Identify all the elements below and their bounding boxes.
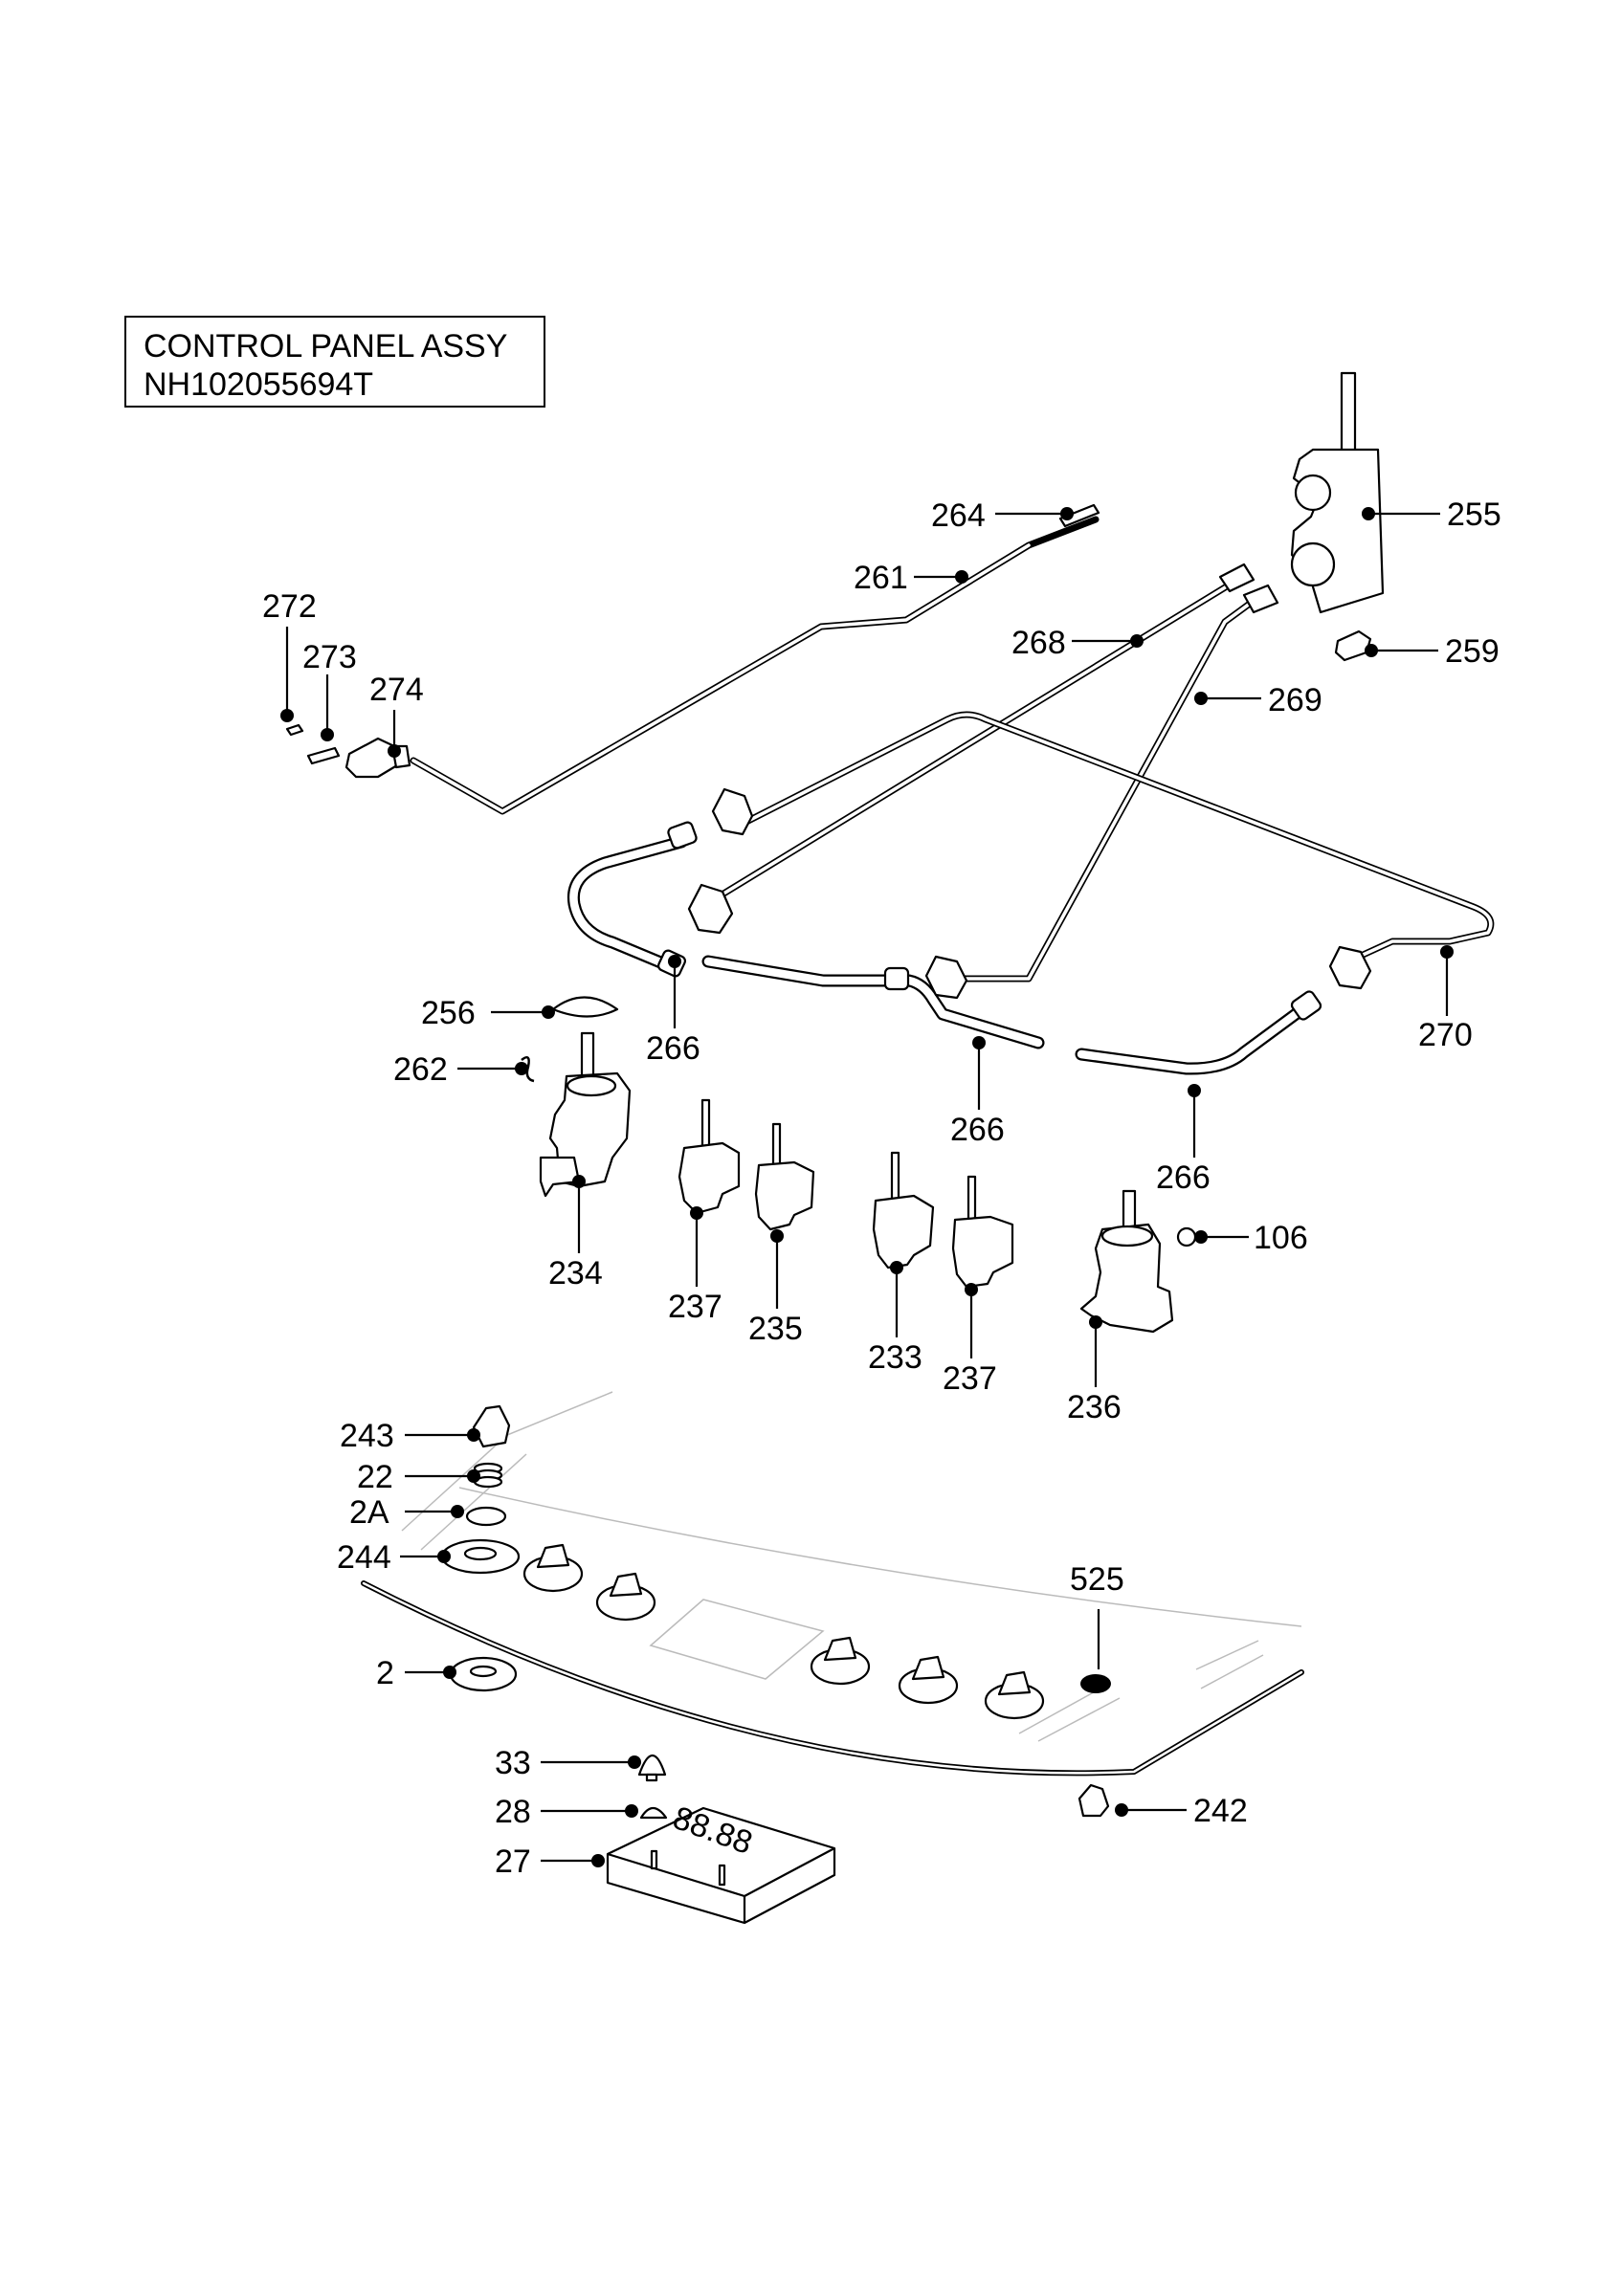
callout-272: 272: [262, 588, 317, 625]
callout-266-middle: 266: [950, 1112, 1005, 1148]
callout-237-right: 237: [943, 1360, 997, 1397]
knob-4: [898, 1655, 959, 1705]
callout-270: 270: [1418, 1017, 1473, 1053]
knob-3: [810, 1636, 871, 1686]
pin-264: [1058, 503, 1100, 528]
part-237-valve-right: [951, 1175, 1014, 1289]
tube-268: [717, 563, 1255, 899]
panel-knobs: [522, 1543, 1111, 1720]
callout-525: 525: [1070, 1561, 1124, 1598]
callout-262: 262: [393, 1051, 448, 1088]
title-box: CONTROL PANEL ASSY NH102055694T: [124, 316, 545, 408]
callout-2: 2: [376, 1655, 394, 1691]
part-256-cap: [551, 996, 619, 1018]
part-233-valve: [872, 1151, 935, 1269]
control-panel: [361, 1391, 1304, 1777]
part-106-screw: [1176, 1226, 1197, 1247]
callout-269: 269: [1268, 682, 1322, 718]
part-235-valve: [754, 1122, 815, 1231]
part-27-timer-display: 88.88: [606, 1799, 836, 1925]
tube-270: [741, 711, 1495, 960]
part-236-valve: [1079, 1189, 1174, 1334]
callout-234: 234: [548, 1255, 603, 1292]
part-242-clip: [1078, 1783, 1110, 1818]
callout-233: 233: [868, 1339, 922, 1376]
callout-261: 261: [854, 560, 908, 596]
part-2A-ring: [465, 1506, 507, 1527]
callout-labels: 264 261 255 259 268 269 272 273 274 270 …: [262, 497, 1501, 1880]
part-262-clip: [521, 1055, 535, 1083]
part-525-button: [1080, 1674, 1111, 1693]
callout-264: 264: [931, 497, 986, 534]
hose-266-middle: [701, 955, 1045, 1049]
knob-5: [984, 1670, 1045, 1720]
hose-266-right: [1075, 1000, 1313, 1075]
callout-106: 106: [1254, 1220, 1308, 1256]
callout-242: 242: [1193, 1793, 1248, 1829]
callout-256: 256: [421, 995, 476, 1031]
callout-235: 235: [748, 1311, 803, 1347]
part-259-plug: [1334, 629, 1372, 662]
part-28-cap: [639, 1806, 668, 1820]
callout-237-left: 237: [668, 1289, 722, 1325]
part-33-knob: [637, 1755, 667, 1782]
part-237-valve-left: [678, 1098, 741, 1215]
thin-tube-261: [410, 516, 1100, 815]
callout-243: 243: [340, 1418, 394, 1454]
callout-2A: 2A: [349, 1494, 389, 1531]
callout-255: 255: [1447, 497, 1501, 533]
part-2-bezel: [449, 1656, 518, 1692]
leader-lines: [280, 507, 1454, 1867]
tube-269: [939, 584, 1279, 982]
callout-27: 27: [495, 1843, 531, 1880]
assembly-name: CONTROL PANEL ASSY: [144, 328, 508, 364]
callout-266-right: 266: [1156, 1159, 1211, 1196]
part-244-bezel: [440, 1538, 521, 1575]
callout-22: 22: [357, 1459, 393, 1495]
hose-fittings: [657, 821, 1322, 1021]
knob-2: [595, 1572, 656, 1622]
hex-nuts: [687, 787, 1372, 1000]
callout-33: 33: [495, 1745, 531, 1781]
callout-274: 274: [369, 672, 424, 708]
callout-259: 259: [1445, 633, 1500, 670]
part-22-spring: [473, 1462, 503, 1489]
part-243-knob: [472, 1404, 511, 1448]
part-234-valve: [539, 1031, 632, 1198]
assembly-code: NH102055694T: [144, 366, 374, 403]
callout-236: 236: [1067, 1389, 1122, 1425]
callout-28: 28: [495, 1794, 531, 1830]
part-272-273-274: [285, 723, 411, 779]
callout-266-left: 266: [646, 1030, 700, 1067]
callout-273: 273: [302, 639, 357, 675]
callout-244: 244: [337, 1539, 391, 1576]
part-255-valve-block: [1290, 371, 1385, 614]
knob-1: [522, 1543, 584, 1593]
hose-266-left: [567, 835, 688, 973]
callout-268: 268: [1011, 625, 1066, 661]
